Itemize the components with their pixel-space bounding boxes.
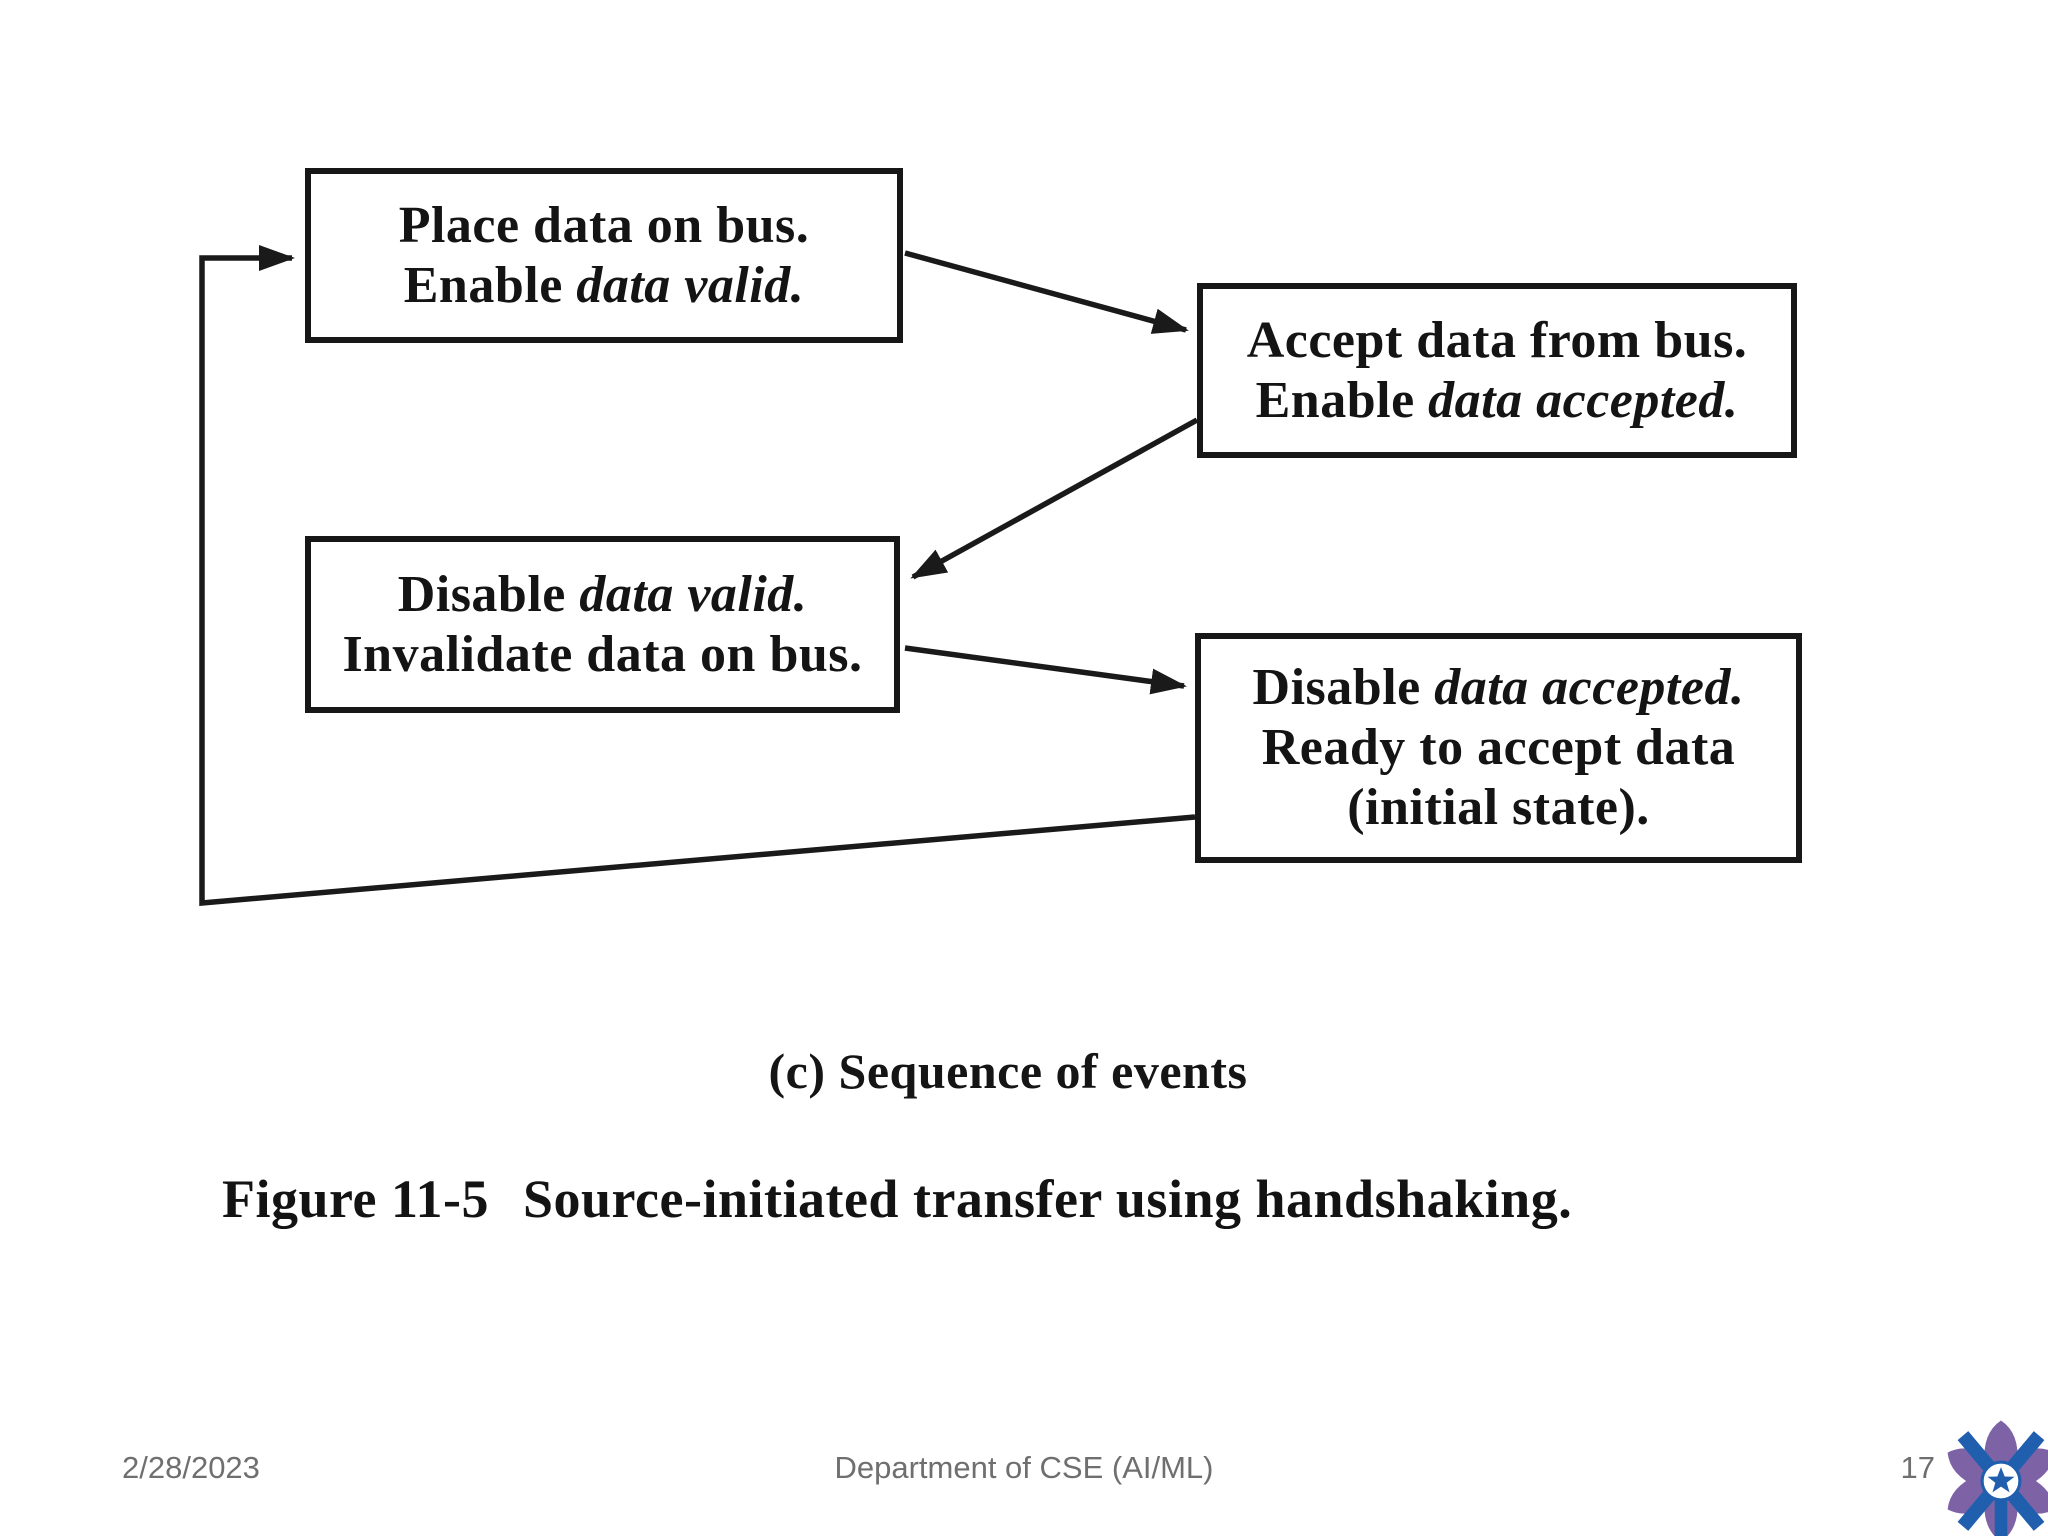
state-box-place-data-on-bus: Place data on bus. Enable data valid. bbox=[305, 168, 903, 343]
figure-number: Figure 11-5 bbox=[222, 1169, 489, 1229]
state-box-disable-data-valid: Disable data valid. Invalidate data on b… bbox=[305, 536, 900, 713]
box-text-line: Disable data accepted. bbox=[1252, 659, 1745, 717]
logo-star-icon bbox=[1987, 1467, 2015, 1493]
box-text-line: Ready to accept data bbox=[1261, 719, 1736, 777]
arrow-place-to-accept bbox=[904, 250, 1189, 334]
box-text-line: Enable data accepted. bbox=[1255, 371, 1739, 429]
box-text-line: Enable data valid. bbox=[403, 256, 805, 314]
box-text-line: Place data on bus. bbox=[398, 196, 810, 254]
box-text-line: Invalidate data on bus. bbox=[342, 625, 863, 683]
institution-logo-icon bbox=[1947, 1420, 2048, 1536]
slide-date: 2/28/2023 bbox=[122, 1450, 260, 1485]
arrow-accept-to-disable-valid bbox=[910, 417, 1199, 580]
state-box-accept-data-from-bus: Accept data from bus. Enable data accept… bbox=[1197, 283, 1797, 458]
state-box-disable-data-accepted: Disable data accepted. Ready to accept d… bbox=[1195, 633, 1802, 863]
box-text-line: Disable data valid. bbox=[397, 565, 808, 623]
arrow-disable-valid-to-disable-accepted bbox=[904, 645, 1187, 695]
box-text-line: (initial state). bbox=[1347, 778, 1650, 836]
box-text-line: Accept data from bus. bbox=[1246, 311, 1748, 369]
figure-caption: Figure 11-5 Source-initiated transfer usi… bbox=[222, 1168, 1822, 1230]
slide-footer-text: Department of CSE (AI/ML) bbox=[834, 1450, 1214, 1485]
arrow-return-loop bbox=[199, 245, 1196, 906]
slide-page-number: 17 bbox=[1900, 1450, 1935, 1485]
figure-title: Source-initiated transfer using handshak… bbox=[522, 1169, 1573, 1229]
figure-subcaption: (c) Sequence of events bbox=[768, 1043, 1248, 1099]
